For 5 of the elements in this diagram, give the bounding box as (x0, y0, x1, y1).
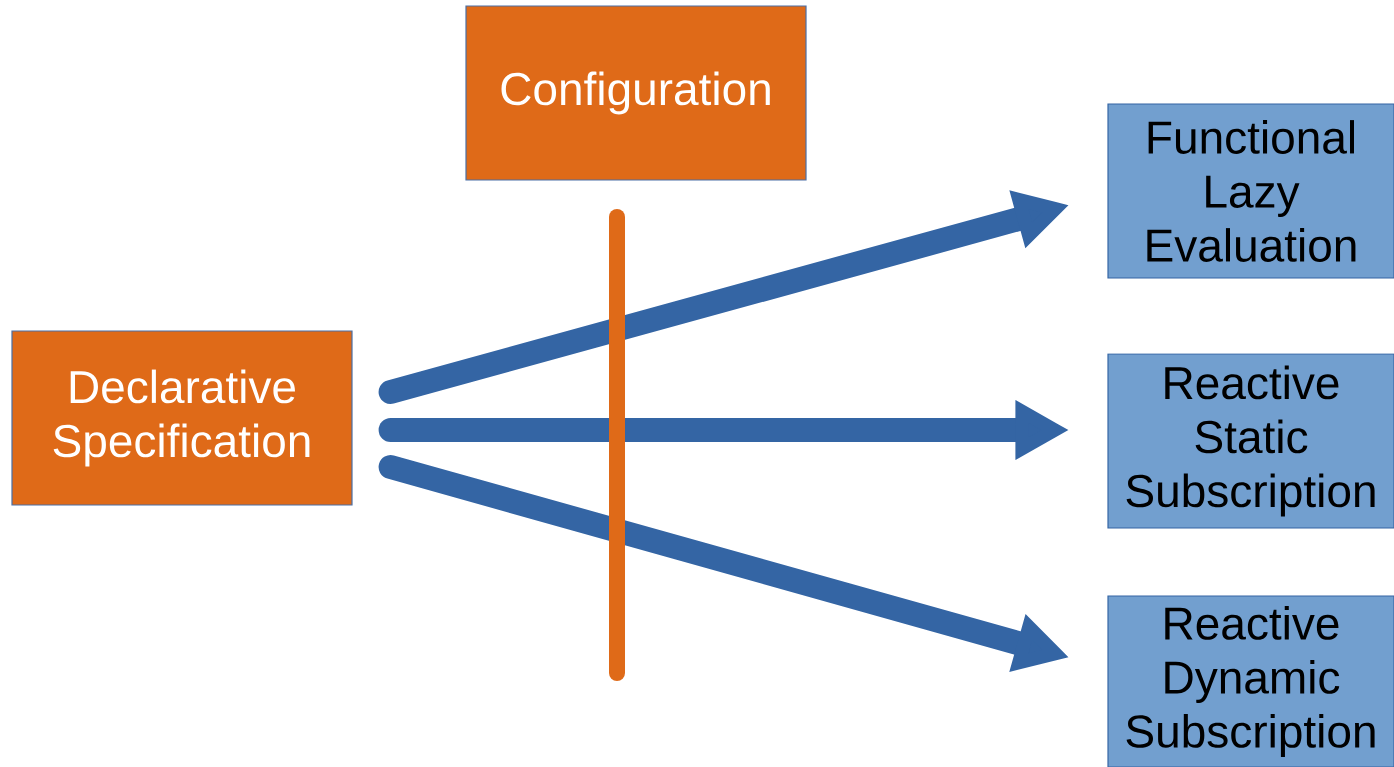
target-box: Functional Lazy Evaluation (1107, 103, 1394, 279)
config-box: Configuration (465, 5, 807, 181)
target-box: Reactive Static Subscription (1107, 353, 1394, 529)
config-box: Declarative Specification (11, 330, 353, 506)
target-box: Reactive Dynamic Subscription (1107, 595, 1394, 767)
